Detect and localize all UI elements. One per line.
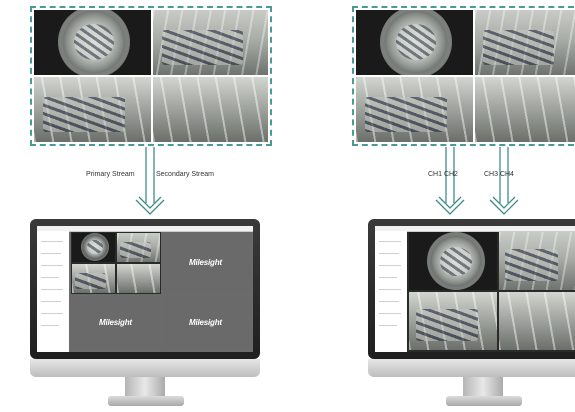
channel-3-tile — [409, 292, 497, 350]
ch1-ch2-label: CH1 CH2 — [428, 171, 458, 178]
empty-channel-tile: Milesight — [163, 296, 251, 350]
nvr-toolbar — [37, 226, 253, 232]
fisheye-image — [81, 233, 109, 261]
milesight-logo: Milesight — [189, 258, 222, 267]
channel-1-tile — [409, 232, 497, 290]
office-view-quadrant — [153, 77, 268, 142]
office-view-quadrant — [34, 77, 151, 142]
monitor-screen: Milesight Milesight Milesight — [37, 226, 253, 352]
monitor-stand-base — [446, 396, 522, 406]
milesight-logo: Milesight — [99, 318, 132, 327]
monitor-stand — [125, 377, 165, 397]
secondary-stream-label: Secondary Stream — [156, 171, 214, 178]
empty-channel-tile: Milesight — [71, 296, 161, 350]
milesight-logo: Milesight — [189, 318, 222, 327]
monitor-screen — [375, 226, 575, 352]
live-quad-tile — [71, 232, 161, 294]
right-camera-view-frame — [352, 6, 575, 146]
nvr-sidebar — [375, 231, 407, 352]
monitor-chin — [30, 359, 260, 377]
monitor-stand-base — [108, 396, 184, 406]
ch3-ch4-label: CH3 CH4 — [484, 171, 514, 178]
fisheye-image — [380, 10, 452, 75]
primary-stream-label: Primary Stream — [86, 171, 135, 178]
monitor-stand — [463, 377, 503, 397]
empty-channel-tile: Milesight — [163, 232, 251, 294]
office-view-quadrant — [153, 10, 268, 75]
left-camera-view-frame — [30, 6, 272, 146]
fisheye-image — [58, 10, 130, 75]
double-down-arrow-icon — [435, 190, 465, 215]
channel-2-tile — [499, 232, 575, 290]
channel-4-tile — [499, 292, 575, 350]
nvr-toolbar — [375, 226, 575, 232]
double-down-arrow-icon — [489, 190, 519, 215]
nvr-sidebar — [37, 231, 69, 352]
fisheye-quadrant — [356, 10, 473, 75]
double-down-arrow-icon — [135, 190, 165, 215]
office-view-quadrant — [475, 10, 575, 75]
office-view-quadrant — [475, 77, 575, 142]
monitor-chin — [368, 359, 575, 377]
fisheye-quadrant — [34, 10, 151, 75]
fisheye-image — [427, 232, 485, 290]
office-view-quadrant — [356, 77, 473, 142]
